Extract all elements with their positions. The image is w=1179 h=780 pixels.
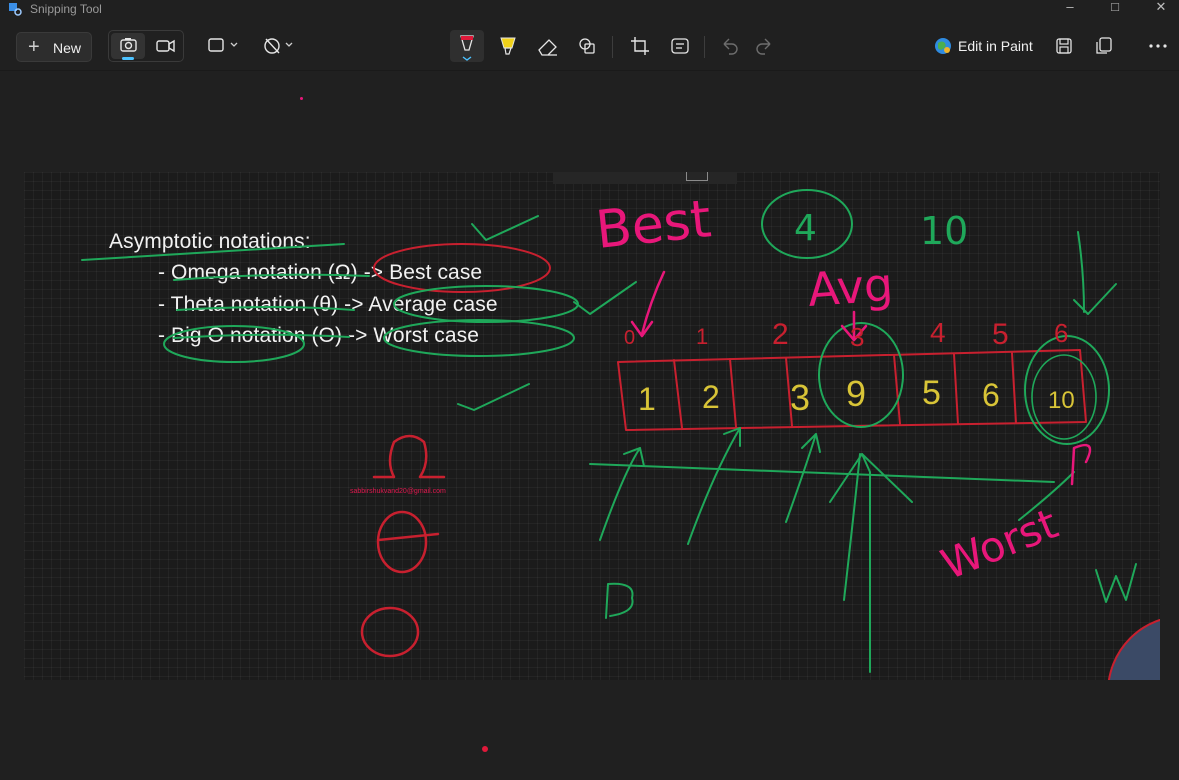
more-icon — [1149, 44, 1167, 48]
captured-toolbar-strip — [553, 172, 737, 184]
array-value: 10 — [1048, 387, 1075, 414]
slide-line-omega: - Omega notation (Ω) -> Best case — [158, 261, 483, 284]
shapes-icon — [579, 38, 595, 54]
active-indicator — [122, 57, 134, 60]
shapes-button[interactable] — [573, 32, 603, 60]
array-value: 9 — [846, 373, 866, 414]
w-letter — [1095, 563, 1137, 603]
close-button[interactable]: ✕ — [1155, 0, 1167, 14]
best-label: Best — [593, 189, 714, 261]
text-actions-icon — [671, 38, 689, 54]
array-value: 2 — [702, 379, 720, 415]
b-letter — [605, 582, 634, 619]
array-value: 3 — [790, 377, 810, 418]
edit-in-paint-button[interactable]: Edit in Paint — [932, 36, 1042, 56]
paint-globe-icon — [935, 38, 951, 54]
index-label: 1 — [696, 324, 708, 349]
toolbar: + New — [0, 22, 1179, 71]
ring-worst-case — [383, 319, 575, 357]
capture-canvas[interactable] — [24, 172, 1160, 680]
crop-button[interactable] — [625, 32, 655, 60]
video-mode-button[interactable] — [149, 33, 183, 59]
capture-mode-group — [108, 30, 184, 62]
toolbar-divider — [704, 36, 705, 58]
array-value: 1 — [638, 381, 656, 417]
copy-icon — [1096, 37, 1112, 54]
new-button[interactable]: + New — [16, 32, 92, 62]
eraser-button[interactable] — [533, 32, 563, 60]
circled-count: 4 — [794, 208, 817, 249]
webcam-overlay — [1107, 618, 1160, 680]
ring-best-case — [373, 243, 551, 293]
ring-bigo — [163, 325, 305, 363]
total-count: 10 — [920, 209, 968, 253]
timer-dropdown[interactable] — [262, 32, 302, 60]
theta-symbol — [376, 510, 428, 574]
rectangle-snip-icon — [208, 38, 238, 52]
index-label: 6 — [1054, 318, 1068, 348]
array-value: 5 — [922, 374, 941, 412]
ballpoint-pen-button[interactable] — [450, 30, 484, 62]
title-bar: Snipping Tool – □ ✕ — [0, 0, 1179, 22]
worst-cell-ring — [1024, 335, 1110, 445]
new-button-label: New — [53, 40, 82, 56]
ink-dot — [482, 746, 488, 752]
highlighter-icon — [500, 37, 516, 55]
watermark-email: sabbirshukvand20@gmail.com — [350, 488, 446, 495]
snipping-tool-icon — [9, 3, 22, 16]
camera-icon — [120, 38, 137, 52]
array-value: 6 — [982, 377, 1000, 413]
index-label: 4 — [930, 317, 946, 348]
pen-icon — [460, 35, 474, 61]
ink-dot — [300, 97, 303, 100]
maximize-button[interactable]: □ — [1111, 0, 1119, 14]
toolbar-divider — [612, 36, 613, 58]
screenshot-mode-button[interactable] — [111, 33, 145, 60]
slide-line-theta: - Theta notation (θ) -> Average case — [158, 293, 498, 316]
video-icon — [156, 39, 175, 53]
index-label: 2 — [772, 318, 789, 351]
avg-cell-ring — [818, 322, 904, 428]
undo-icon — [723, 38, 738, 55]
array-box — [617, 349, 1087, 431]
crop-icon — [631, 37, 649, 55]
snip-shape-dropdown[interactable] — [204, 32, 244, 60]
circled-four-ring — [761, 189, 853, 259]
minimize-button[interactable]: – — [1066, 0, 1074, 14]
edit-in-paint-label: Edit in Paint — [958, 38, 1033, 54]
highlighter-button[interactable] — [493, 32, 523, 60]
text-actions-button[interactable] — [665, 32, 695, 60]
save-button[interactable] — [1049, 32, 1079, 60]
copy-button[interactable] — [1089, 32, 1119, 60]
plus-icon: + — [28, 36, 40, 58]
redo-icon — [756, 38, 771, 55]
save-icon — [1056, 38, 1072, 54]
index-label: 5 — [992, 318, 1009, 351]
redo-button[interactable] — [750, 32, 780, 60]
index-label: 3 — [850, 322, 864, 352]
slide-heading: Asymptotic notations: — [109, 230, 311, 253]
undo-button[interactable] — [714, 32, 744, 60]
worst-label: Worst — [934, 499, 1064, 590]
underline-heading — [81, 243, 345, 261]
more-options-button[interactable] — [1143, 32, 1173, 60]
bigo-symbol — [360, 606, 420, 658]
eraser-icon — [538, 39, 557, 56]
captured-button — [686, 172, 708, 181]
window-title: Snipping Tool — [30, 2, 102, 16]
timer-off-icon — [264, 38, 293, 54]
omega-symbol — [372, 434, 446, 479]
ink-annotations: Best Avg Worst 4 10 0 1 2 3 4 5 6 1 2 3 … — [81, 189, 1160, 680]
avg-label: Avg — [806, 257, 895, 317]
index-label: 0 — [624, 327, 635, 349]
